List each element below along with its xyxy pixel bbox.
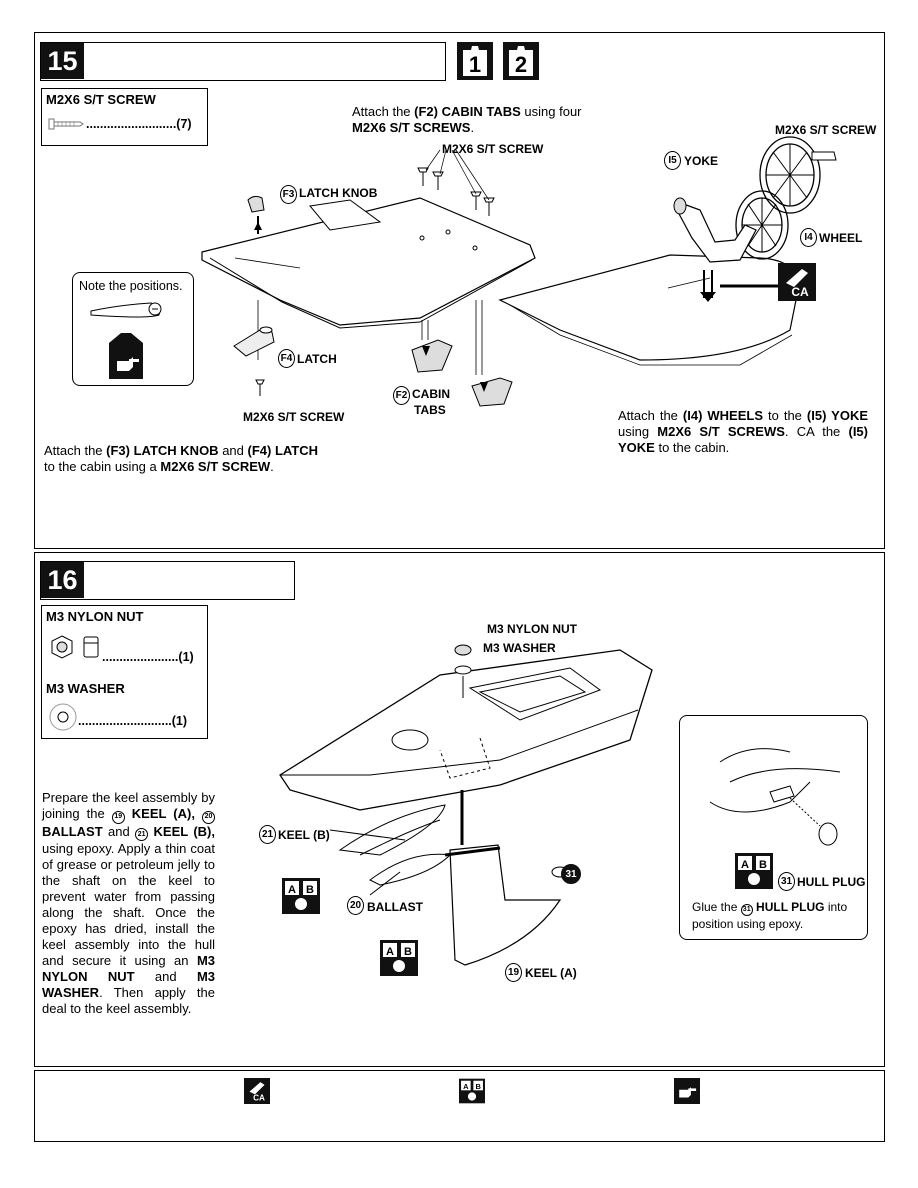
part-id-20: 20 — [347, 896, 364, 915]
label-cabin-tabs-line2: TABS — [414, 403, 446, 417]
part-id-31: 31 — [778, 872, 795, 891]
label-keel-a: KEEL (A) — [525, 966, 577, 980]
step-15-parts-box: M2X6 S/T SCREW .........................… — [41, 88, 208, 146]
parts-box-nut-title: M3 NYLON NUT — [46, 609, 144, 624]
screw-icon — [48, 118, 84, 130]
pointing-hand-icon — [674, 1078, 700, 1104]
parts-box-washer-title: M3 WASHER — [46, 681, 125, 696]
svg-text:B: B — [475, 1082, 481, 1091]
part-id-19: 19 — [505, 963, 522, 982]
svg-text:A: A — [386, 946, 394, 958]
svg-text:2: 2 — [515, 52, 527, 77]
epoxy-icon: A B — [735, 853, 773, 889]
pointing-hand-icon — [109, 333, 143, 379]
nylon-nut-icon — [51, 635, 99, 659]
label-screw-right: M2X6 S/T SCREW — [775, 123, 877, 137]
epoxy-icon: A B — [459, 1078, 485, 1104]
svg-text:CA: CA — [253, 1094, 265, 1103]
step-15-title-bar — [40, 42, 446, 81]
svg-text:CA: CA — [791, 285, 809, 299]
hull-plug-detail-drawing — [709, 748, 841, 846]
label-screw-top: M2X6 S/T SCREW — [442, 142, 544, 156]
part-id-f3: F3 — [280, 185, 297, 204]
label-washer: M3 WASHER — [483, 641, 556, 655]
step-16-number: 16 — [41, 562, 84, 598]
hull-keel-drawing — [279, 644, 653, 966]
label-latch-knob: LATCH KNOB — [299, 186, 378, 200]
label-latch: LATCH — [297, 352, 337, 366]
parts-box-washer-qty: ...........................(1) — [78, 714, 188, 728]
note-text: Note the positions. — [79, 279, 183, 293]
part-id-21: 21 — [259, 825, 276, 844]
washer-icon — [49, 703, 77, 731]
part-id-f4: F4 — [278, 349, 295, 368]
manual-page-1-icon: 1 — [457, 42, 493, 80]
hull-plug-note: Glue the 31 HULL PLUG into position usin… — [692, 900, 848, 931]
manual-page-2-icon: 2 — [503, 42, 539, 80]
step-15-instruction-wheels: Attach the (I4) WHEELS to the (I5) YOKE … — [618, 408, 869, 455]
label-wheel: WHEEL — [819, 231, 863, 245]
hull-plug-marker: 31 — [561, 864, 581, 884]
svg-text:1: 1 — [469, 52, 481, 77]
ca-glue-icon: CA — [778, 263, 816, 301]
step-16-title-bar — [40, 561, 295, 600]
step-16-parts-box: M3 NYLON NUT ......................(1) M… — [41, 605, 208, 739]
label-yoke: YOKE — [684, 154, 719, 168]
cabin-assembly-drawing — [201, 149, 536, 407]
part-id-i5: I5 — [664, 151, 681, 170]
label-ballast: BALLAST — [367, 900, 423, 914]
step-16-instructions: Prepare the keel assembly by joining the… — [42, 790, 215, 1016]
label-screw-bottom: M2X6 S/T SCREW — [243, 410, 345, 424]
label-nylon-nut: M3 NYLON NUT — [487, 622, 577, 636]
svg-text:B: B — [306, 884, 314, 896]
label-cabin-tabs-line1: CABIN — [412, 387, 450, 401]
epoxy-icon: A B — [380, 940, 418, 976]
parts-box-qty: ..........................(7) — [86, 117, 192, 131]
label-keel-b: KEEL (B) — [278, 828, 330, 842]
epoxy-icon: A B — [282, 878, 320, 914]
svg-text:A: A — [741, 859, 749, 871]
latch-position-diagram — [90, 302, 162, 318]
ca-glue-icon: CA — [244, 1078, 270, 1104]
step-15-instruction-latch: Attach the (F3) LATCH KNOB and (F4) LATC… — [44, 443, 319, 474]
step-15-instruction-cabin-tabs: Attach the (F2) CABIN TABS using four M2… — [352, 104, 582, 135]
parts-box-nut-qty: ......................(1) — [102, 650, 194, 664]
note-positions-callout: Note the positions. — [72, 272, 194, 386]
svg-text:A: A — [463, 1082, 469, 1091]
svg-text:A: A — [288, 884, 296, 896]
svg-text:B: B — [759, 859, 767, 871]
label-hull-plug: HULL PLUG — [797, 875, 866, 889]
hull-plug-callout: A B 31 HULL PLUG Glue the 31 HULL PLUG i… — [679, 715, 868, 940]
yoke-wheel-drawing — [498, 136, 837, 366]
step-15-number: 15 — [41, 43, 84, 79]
svg-text:B: B — [404, 946, 412, 958]
part-id-i4: I4 — [800, 228, 817, 247]
parts-box-title: M2X6 S/T SCREW — [46, 92, 156, 107]
part-id-f2: F2 — [393, 386, 410, 405]
